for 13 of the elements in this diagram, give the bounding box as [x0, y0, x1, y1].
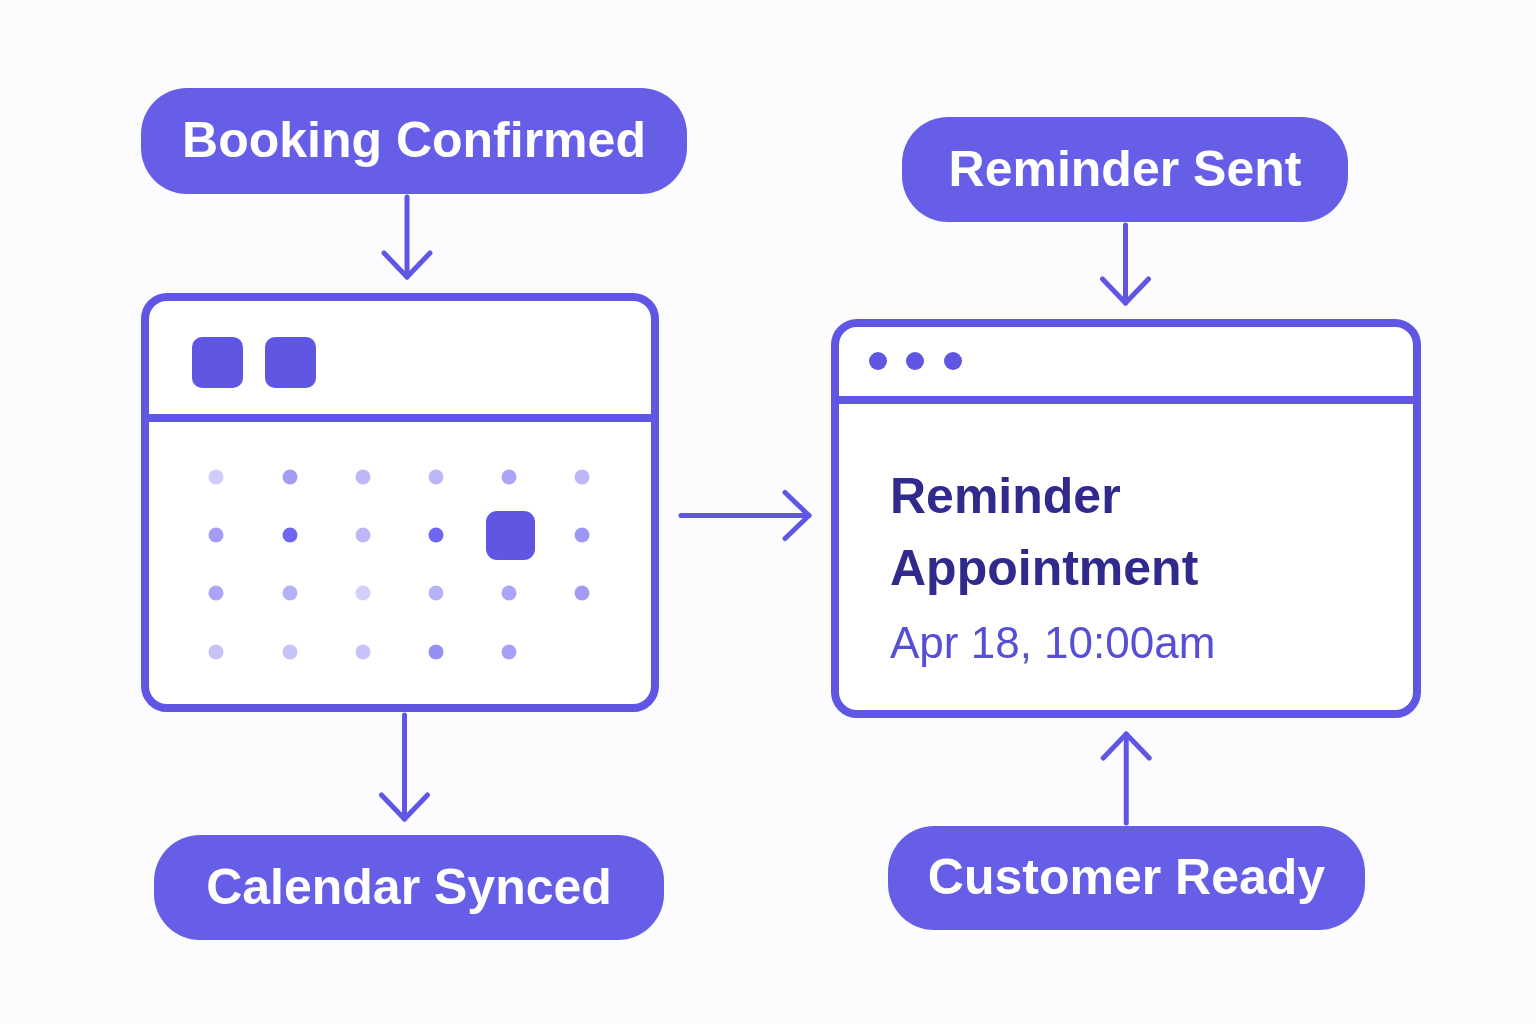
arrow [678, 490, 812, 541]
arrow [379, 712, 430, 822]
calendar-window [141, 293, 659, 712]
reminder-heading: Reminder Appointment [890, 467, 1200, 598]
appointment-time: Apr 18, 10:00am [890, 617, 1216, 669]
arrow [1100, 731, 1152, 826]
event-label: Booking Confirmed [182, 112, 646, 170]
event-label: Reminder Sent [948, 140, 1302, 199]
reminder-window [831, 319, 1421, 718]
arrow [381, 194, 433, 280]
arrow [1100, 222, 1151, 306]
event-label: Calendar Synced [206, 858, 612, 917]
event-label: Customer Ready [927, 849, 1326, 907]
